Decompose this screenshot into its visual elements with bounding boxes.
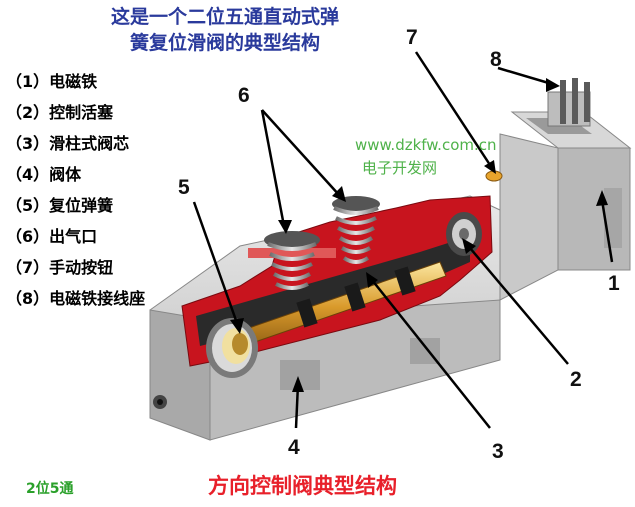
arrowhead-8 [546, 78, 560, 92]
solenoid-housing [499, 111, 632, 301]
callout-arrow-2 [469, 247, 569, 365]
legend-item-control-piston: （2）控制活塞 [6, 103, 114, 122]
callout-label-1: 1 [608, 272, 620, 295]
arrowhead-4 [292, 376, 304, 392]
callout-arrowheads [230, 78, 608, 392]
arrowhead-5 [230, 318, 244, 334]
watermark-site-name: 电子开发网 [362, 159, 438, 177]
callout-label-4: 4 [288, 436, 300, 459]
callout-arrow-8 [497, 66, 553, 86]
legend-item-outlet-port: （6）出气口 [6, 227, 98, 246]
callout-arrow-1 [600, 199, 614, 263]
callout-label-5: 5 [178, 176, 190, 199]
callout-arrow-7 [414, 51, 494, 169]
arrowhead-7 [484, 160, 496, 174]
callout-arrow-3 [371, 279, 491, 429]
callout-label-2: 2 [570, 368, 582, 391]
arrowhead-6b [332, 186, 346, 202]
control-piston [446, 212, 482, 256]
arrowhead-3 [366, 272, 378, 288]
arrowhead-6a [278, 220, 292, 234]
callout-label-6: 6 [238, 84, 250, 107]
connector-pins [547, 78, 591, 127]
diagram-title-line1: 这是一个二位五通直动式弹 [110, 6, 339, 28]
callout-label-8: 8 [490, 48, 502, 71]
component-legend: （1）电磁铁 （2）控制活塞 （3）滑柱式阀芯 （4）阀体 （5）复位弹簧 （6… [6, 66, 145, 314]
arrowhead-2 [462, 238, 476, 254]
callout-arrow-6b [261, 109, 341, 197]
diagram-title-line2: 簧复位滑阀的典型结构 [129, 32, 320, 54]
callout-arrow-5 [192, 201, 240, 327]
return-spring-coil [206, 318, 258, 378]
watermark-url: www.dzkfw.com.cn [355, 136, 497, 154]
arrowhead-1 [596, 190, 608, 206]
footer-valve-type: 2位5通 [26, 481, 74, 497]
legend-item-manual-button: （7）手动按钮 [6, 258, 114, 277]
legend-item-valve-body: （4）阀体 [6, 165, 82, 184]
legend-item-connector-socket: （8）电磁铁接线座 [6, 289, 146, 308]
callout-arrow-6a [260, 109, 286, 227]
callout-arrows [192, 51, 614, 429]
callout-label-3: 3 [492, 440, 504, 463]
callout-label-7: 7 [406, 26, 418, 49]
footer-caption: 方向控制阀典型结构 [208, 474, 397, 498]
legend-item-spool: （3）滑柱式阀芯 [6, 134, 130, 153]
legend-item-return-spring: （5）复位弹簧 [6, 196, 114, 215]
legend-item-solenoid: （1）电磁铁 [6, 72, 98, 91]
